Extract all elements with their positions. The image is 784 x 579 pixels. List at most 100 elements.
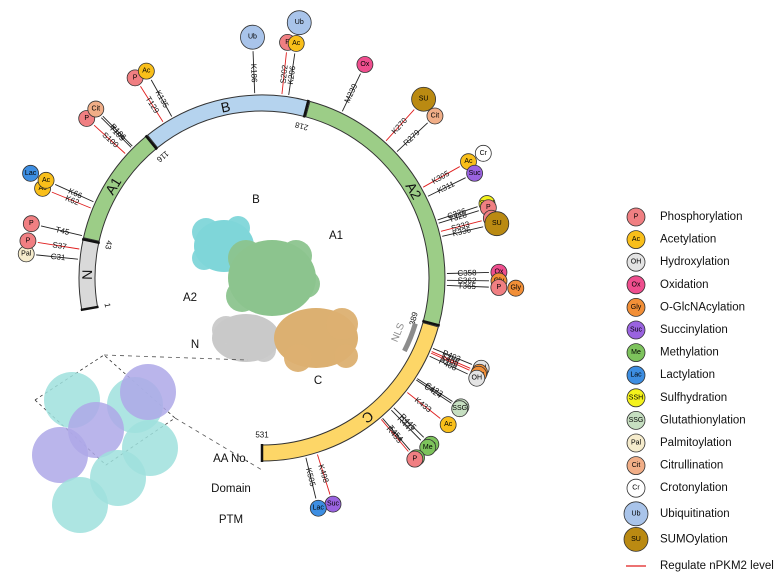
site-stem <box>93 124 126 154</box>
legend-label: SUMOylation <box>660 533 728 545</box>
domain-label-a1: A1 <box>102 174 125 197</box>
legend-swatch <box>626 275 646 295</box>
legend-label: Methylation <box>660 347 719 359</box>
site-residue-label: K433 <box>413 396 434 415</box>
site-residue-label: M239 <box>343 82 360 104</box>
site-residue-label: K498 <box>316 463 330 484</box>
legend-swatch <box>626 410 646 430</box>
ptm-badge-text: P <box>29 220 34 227</box>
legend-swatch <box>626 456 646 476</box>
site-stem <box>417 378 453 402</box>
ptm-badge-text: P <box>412 456 417 463</box>
ptm-badge-text: Ox <box>360 61 369 68</box>
structure-label-c: C <box>314 375 322 387</box>
ptm-badge-text: Ac <box>292 40 301 47</box>
structure-label-a1: A1 <box>329 230 343 242</box>
site-residue-label: S37 <box>52 240 68 251</box>
legend-abbr: Cr <box>632 485 640 492</box>
legend-swatch <box>626 478 646 498</box>
site-stem <box>437 206 478 221</box>
boundary-tick <box>144 134 158 151</box>
site-stem <box>102 115 133 147</box>
ptm-badge-text: Ub <box>295 19 304 26</box>
legend-regulate-label: Regulate nPKM2 level <box>660 560 774 572</box>
site-stem <box>446 279 489 282</box>
legend-abbr: Pal <box>631 440 642 447</box>
ptm-badge-ssg: SSG <box>451 400 469 418</box>
legend-label: Lactylation <box>660 369 715 381</box>
site-stem <box>393 407 425 438</box>
site-stem <box>430 352 470 371</box>
legend-label: Phosphorylation <box>660 211 742 223</box>
boundary-number-218: 218 <box>294 120 310 132</box>
site-stem <box>440 220 482 232</box>
site-stem <box>288 53 296 96</box>
boundary-tick <box>81 237 101 245</box>
legend-abbr: Ox <box>632 281 641 288</box>
site-stem <box>316 454 331 495</box>
structure-label-n: N <box>191 339 199 351</box>
ptm-badge-text: SU <box>419 96 429 103</box>
site-stem <box>36 254 79 260</box>
ptm-badge-text: OH <box>472 375 483 382</box>
site-stem <box>416 379 452 404</box>
boundary-tick <box>302 99 310 118</box>
site-stem <box>429 355 468 375</box>
ptm-badge-p: P <box>490 279 508 296</box>
legend-swatch <box>626 320 646 340</box>
legend-abbr: Lac <box>630 372 642 379</box>
legend-item-lactylation: Lac Lactylation <box>626 365 715 385</box>
ptm-badge-p: P <box>406 450 424 468</box>
ptm-badge-text: Ub <box>248 34 257 41</box>
ptm-badge-p: P <box>19 232 37 250</box>
ptm-badge-text: Suc <box>469 170 482 177</box>
ptm-badge-suc: Suc <box>466 164 484 182</box>
structure-domain-n <box>212 314 280 362</box>
ptm-badge-text: Me <box>423 444 433 451</box>
site-stem <box>37 241 80 250</box>
ptm-badge-text: Suc <box>327 501 340 508</box>
ptm-badge-suc: Suc <box>324 495 342 513</box>
legend-item-regulate-npkm2: Regulate nPKM2 level <box>626 560 774 572</box>
site-residue-label: T45 <box>55 225 71 237</box>
ptm-badge-text: P <box>486 204 491 211</box>
legend-abbr: SSH <box>629 394 643 401</box>
ptm-badge-text: SU <box>492 220 502 227</box>
ptm-badge-cit: Cit <box>87 100 105 118</box>
ptm-badge-text: Pal <box>21 250 32 257</box>
domain-label-n: N <box>79 269 95 279</box>
ptm-badge-text: Cit <box>92 106 101 113</box>
site-residue-label: S362 <box>458 276 477 285</box>
ptm-badge-text: Ac <box>444 421 453 428</box>
ptm-badge-text: Gly <box>511 285 522 292</box>
legend-swatch <box>623 501 649 527</box>
boundary-number-116: 116 <box>154 149 170 164</box>
legend-swatch <box>626 388 646 408</box>
ptm-badge-me: Me <box>419 438 437 456</box>
legend-label: Succinylation <box>660 324 728 336</box>
ptm-badge-text: P <box>84 115 89 122</box>
site-stem <box>407 392 441 419</box>
legend-abbr: SU <box>631 536 641 543</box>
structure-label-a2: A2 <box>183 292 197 304</box>
boundary-number-43: 43 <box>103 240 114 251</box>
ptm-badge-ox: Ox <box>356 56 374 73</box>
site-stem <box>341 73 361 112</box>
legend-label: Acetylation <box>660 234 716 246</box>
boundary-tick <box>80 305 99 312</box>
ptm-badge-text: SSG <box>452 405 467 412</box>
ptm-badge-gly: Gly <box>507 279 525 297</box>
